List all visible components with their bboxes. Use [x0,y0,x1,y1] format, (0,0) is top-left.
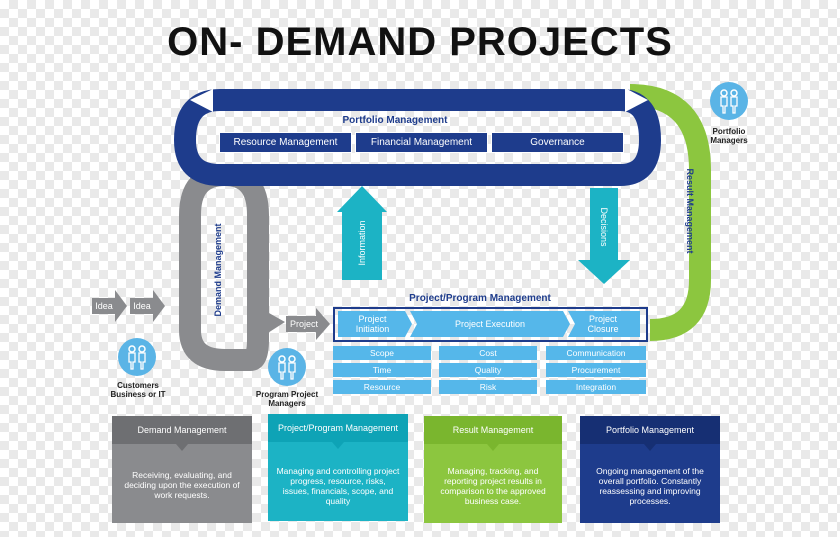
card-portfolio-head [580,416,720,444]
demand-loop-label: Demand Management [213,223,223,317]
information-label: Information [357,220,367,266]
card-demand-body [112,444,252,523]
ppm-title: Project/Program Management [409,293,551,304]
card-ppm-head [268,414,408,442]
project-arrow [286,308,330,340]
portfolio-loop-label: Portfolio Management [342,115,448,126]
card-ppm-body [268,442,408,521]
ppm-grid-cell: Risk [439,380,537,394]
phase-execution-shape [410,311,570,337]
card-portfolio-body [580,444,720,523]
portfolio-loop-arrow-left [190,89,213,112]
card-demand-title: Demand Management [137,425,227,435]
governance-box: Governance [491,132,624,153]
portfolio-loop [173,89,662,186]
phase-initiation-label: Project Initiation [355,314,390,334]
resource-management-box: Resource Management [219,132,352,153]
financial-management-box: Financial Management [355,132,488,153]
idea-arrow-1 [92,290,127,322]
program-managers-person-icon [268,348,306,386]
decisions-arrow-shaft [590,188,618,260]
ppm-grid-cell: Integration [546,380,646,394]
card-result-tip [487,444,499,451]
information-arrow-head [337,186,387,212]
page-title: ON- DEMAND PROJECTS [167,20,673,64]
card-result-body-text: Managing, tracking, and reporting projec… [440,466,546,506]
project-arrow-label: Project [289,319,318,329]
ppm-grid-cell: Communication [546,346,646,360]
phase-closure-label: Project Closure [587,314,619,334]
card-result-body [424,444,562,523]
result-loop [629,84,711,341]
card-portfolio-body-text: Ongoing management of the overall portfo… [596,466,704,506]
card-ppm-body-text: Managing and controlling project progres… [276,466,400,506]
portfolio-loop-arrow-right [625,88,648,112]
decisions-label: Decisions [599,207,609,247]
card-demand-body-text: Receiving, evaluating, and deciding upon… [124,470,240,500]
demand-loop-arrow [260,308,285,338]
card-result-head [424,416,562,444]
customers-person-icon [118,338,156,376]
ppm-outline [333,307,648,342]
demand-loop [179,164,269,371]
ppm-grid-cell: Procurement [546,363,646,377]
phase-initiation-shape [338,311,412,337]
ppm-grid-cell: Resource [333,380,431,394]
card-demand-head [112,416,252,444]
card-portfolio-title: Portfolio Management [605,425,695,435]
portfolio-managers-label: Portfolio Managers [710,127,748,145]
ppm-grid-cell: Scope [333,346,431,360]
idea-arrow-2 [130,290,165,322]
result-loop-label: Result Management [685,168,695,254]
card-result-title: Result Management [452,425,534,435]
portfolio-managers-person-icon [710,82,748,120]
card-ppm-tip [332,442,344,449]
program-managers-label: Program Project Managers [255,390,319,408]
card-ppm-title: Project/Program Management [277,423,399,433]
idea-label-1: Idea [95,301,113,311]
card-demand-tip [176,444,188,451]
ppm-grid-cell: Time [333,363,431,377]
phase-closure-shape [568,311,640,337]
idea-label-2: Idea [133,301,151,311]
ppm-grid-cell: Quality [439,363,537,377]
customers-label: Customers Business or IT [110,381,166,399]
card-portfolio-tip [644,444,656,451]
information-arrow-shaft [342,210,382,280]
ppm-grid-cell: Cost [439,346,537,360]
decisions-arrow-head [578,260,630,284]
phase-execution-label: Project Execution [454,319,526,329]
